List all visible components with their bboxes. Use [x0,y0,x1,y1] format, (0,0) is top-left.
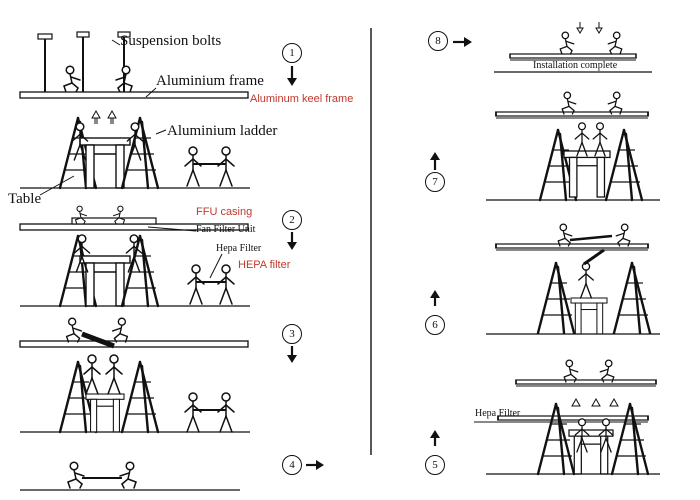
step-6-marker: 6 [425,315,445,335]
step-8-marker: 8 [428,31,448,51]
right-arrows [430,152,440,446]
label-hepa-filter-left: Hepa Filter [216,243,262,254]
scene-3-ceiling [19,317,249,349]
step-4-marker: 4 [282,455,302,475]
step-5-marker: 5 [425,455,445,475]
step-1-marker: 1 [282,43,302,63]
label-fan-filter-unit: Fan Filter Unit [196,224,256,235]
label-ffu-casing: FFU casing [196,206,253,218]
scene-5 [474,359,660,476]
scene-1-ceiling [19,31,249,99]
label-aluminium-frame: Aluminium frame [156,73,264,89]
label-hepa-filter-right: Hepa Filter [475,408,521,419]
step-7-marker: 7 [425,172,445,192]
step-2-marker: 2 [282,210,302,230]
scene-6 [486,223,660,335]
label-installation-complete: Installation complete [533,60,618,71]
scene-8 [453,22,652,73]
scene-7 [486,91,660,202]
scene-2-ground [20,234,250,308]
scene-2-ceiling [19,205,249,232]
label-hepa-filter-red: HEPA filter [238,259,291,271]
label-suspension-bolts: Suspension bolts [120,33,222,49]
scene-1-ground [20,109,250,196]
scene-4 [20,461,240,491]
left-arrows [287,66,324,470]
step-3-marker: 3 [282,324,302,344]
scene-3-ground [20,354,250,434]
label-table: Table [8,191,42,207]
label-aluminum-keel-frame: Aluminum keel frame [250,93,354,105]
label-aluminium-ladder: Aluminium ladder [167,123,278,139]
